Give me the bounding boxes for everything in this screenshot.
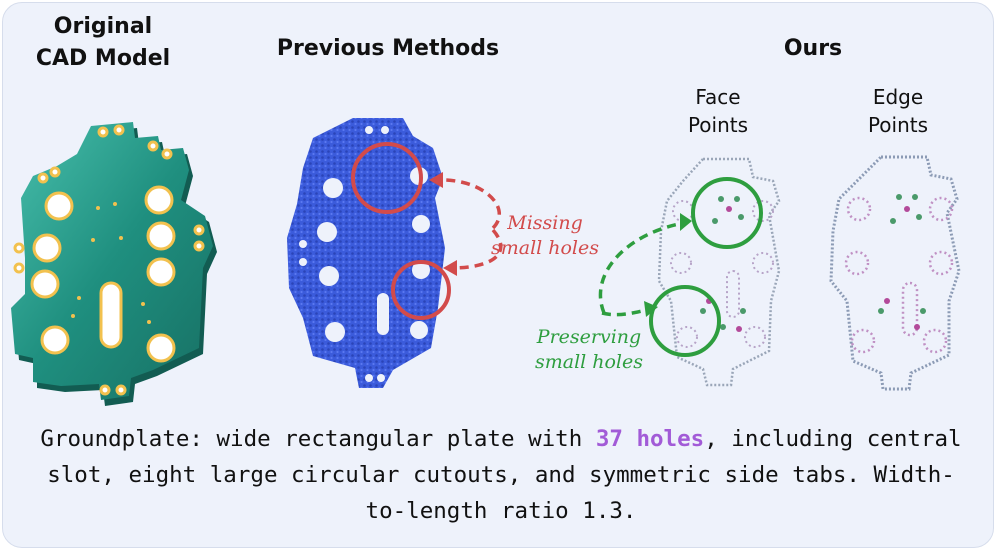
missing-arrows (429, 172, 503, 276)
subheader-face-line2: Points (687, 113, 749, 137)
missing-holes-label: Missing small holes (481, 211, 609, 261)
previous-method-pointcloud (287, 118, 451, 388)
pointcloud-holes (299, 126, 430, 382)
missing-holes-marker-top (351, 142, 423, 214)
face-points-render (649, 157, 781, 387)
preserved-holes-marker-bottom (649, 285, 721, 357)
missing-holes-marker-bottom (391, 260, 451, 320)
figure-caption: Groundplate: wide rectangular plate with… (33, 421, 969, 529)
caption-text-after: , including central slot, eight large ci… (47, 426, 962, 524)
header-original: Original CAD Model (13, 11, 193, 75)
subheader-edge-line1: Edge (872, 85, 924, 109)
preserved-holes-marker-top (691, 177, 763, 249)
subheader-face-line1: Face (695, 85, 741, 109)
header-previous: Previous Methods (276, 36, 500, 61)
subheader-edge-points: Edge Points (843, 83, 953, 139)
header-ours: Ours (783, 36, 843, 61)
header-original-line2: CAD Model (35, 46, 171, 71)
caption-text-before: Groundplate: wide rectangular plate with (40, 426, 596, 452)
subheader-edge-line2: Points (867, 113, 929, 137)
header-original-line1: Original (53, 14, 153, 39)
face-points-outline (657, 157, 781, 387)
subheader-face-points: Face Points (663, 83, 773, 139)
preserving-line2: small holes (534, 351, 644, 373)
pointcloud-body (287, 118, 445, 388)
preserving-arrows (598, 213, 692, 317)
preserving-line1: Preserving (536, 326, 642, 348)
edge-points-render (829, 155, 961, 391)
edge-points-outline (829, 155, 961, 391)
cad-model-render (11, 122, 217, 406)
missing-line1: Missing (507, 212, 583, 234)
preserving-holes-label: Preserving small holes (521, 325, 657, 375)
cad-holes (13, 124, 205, 396)
caption-highlight: 37 holes (595, 426, 705, 452)
missing-line2: small holes (490, 237, 600, 259)
